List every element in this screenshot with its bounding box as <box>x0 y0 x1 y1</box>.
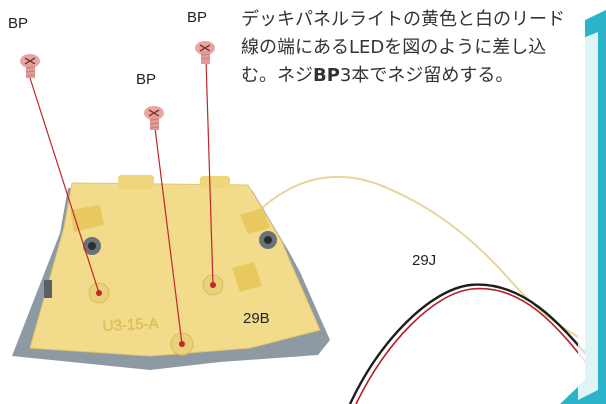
panel-tab <box>70 205 104 232</box>
instruction-part2: 3本でネジ留めする。 <box>339 65 514 86</box>
guide-dot <box>179 341 185 347</box>
panel-tab <box>200 176 230 188</box>
lead-wire-black <box>348 283 601 404</box>
panel-engraving: U3-15-A <box>102 315 159 335</box>
guide-line-middle <box>154 127 183 345</box>
panel-part-label: 29B <box>243 310 270 327</box>
screw-icon <box>195 41 215 64</box>
panel-tab <box>240 208 270 234</box>
screw-label-right: BP <box>187 9 208 26</box>
panel-tab <box>118 175 154 189</box>
panel-clip <box>44 280 52 298</box>
screw-label-middle: BP <box>136 71 157 88</box>
panel-boss <box>264 236 272 244</box>
deck-panel <box>29 182 321 357</box>
guide-dot <box>96 290 102 296</box>
guide-line-right <box>205 59 214 286</box>
instruction-screw-code: BP <box>313 65 340 86</box>
panel-boss <box>88 242 96 250</box>
panel-tab <box>232 262 262 292</box>
guide-dot <box>210 282 216 288</box>
screw-icon <box>20 54 40 78</box>
wire-part-label: 29J <box>412 252 437 269</box>
instruction-text: デッキパネルライトの黄色と白のリード線の端にあるLEDを図のように差し込む。ネジ… <box>241 6 581 90</box>
lead-wire-red <box>355 287 597 404</box>
corner-decoration <box>578 32 598 400</box>
instruction-part1: デッキパネルライトの黄色と白のリード線の端にあるLEDを図のように差し込む。ネジ <box>241 9 565 86</box>
screw-icon <box>144 106 164 130</box>
guide-line-left <box>29 77 100 294</box>
screw-label-left: BP <box>8 15 29 32</box>
